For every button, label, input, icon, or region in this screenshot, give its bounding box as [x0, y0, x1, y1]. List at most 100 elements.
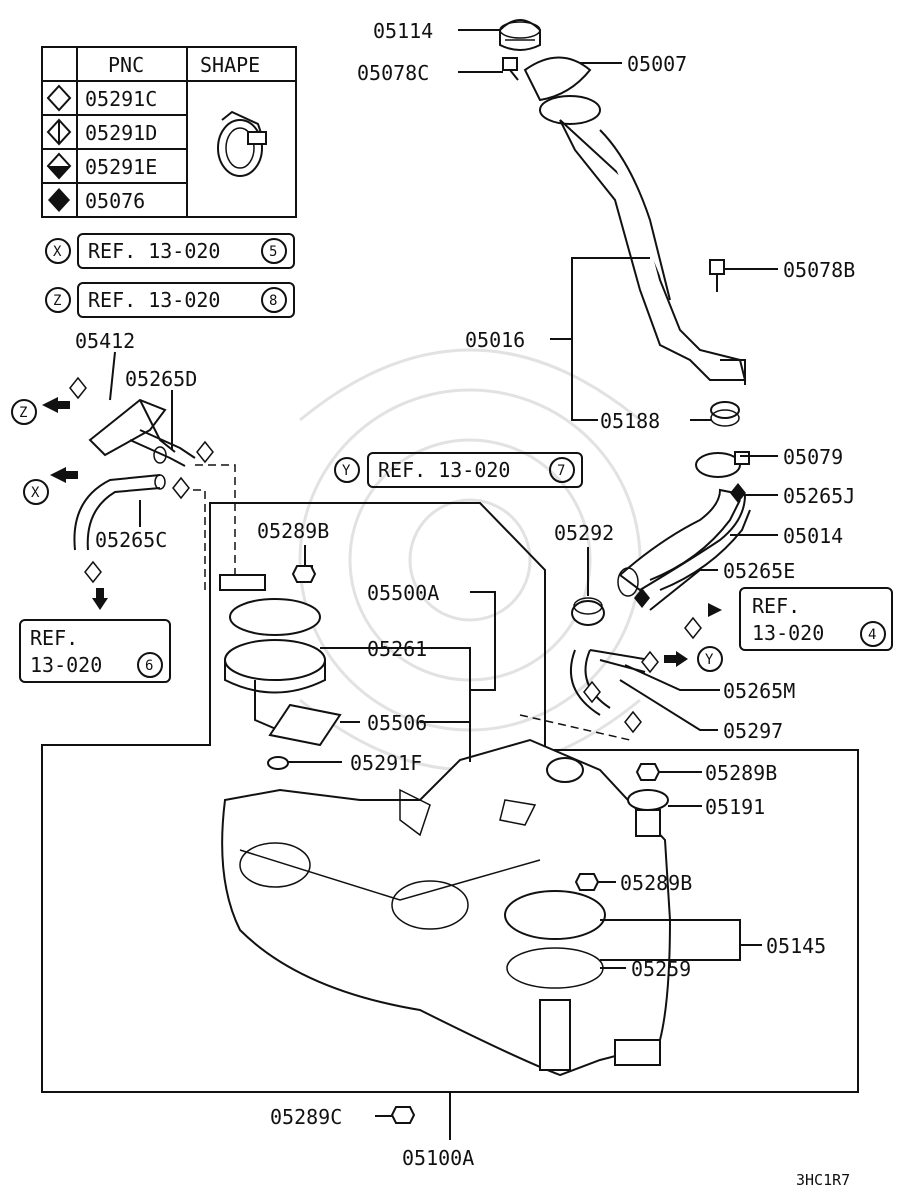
legend-pnc-3: 05291E	[85, 155, 157, 179]
diamond-bottom-half-icon	[624, 710, 642, 734]
part-label-05261: 05261	[367, 637, 427, 661]
part-label-05114: 05114	[373, 19, 433, 43]
diamond-bottom-half-icon	[684, 616, 702, 640]
diamond-outline-icon	[196, 440, 214, 464]
ref-z: Z REF. 13-020 8	[45, 282, 295, 318]
screw-05078c	[502, 57, 519, 81]
fuel-cap-part	[499, 19, 541, 51]
hose-05265e	[569, 649, 651, 716]
part-label-05188: 05188	[600, 409, 660, 433]
diamond-half-vertical-icon	[69, 376, 87, 400]
leader-lines	[109, 29, 778, 1140]
arrow-to-ref4	[684, 603, 722, 640]
hose-05265d	[129, 429, 196, 467]
diamond-half-vertical-icon	[46, 118, 72, 146]
hose-clamp-05188	[710, 401, 740, 427]
ref-6-circled: 6	[145, 658, 153, 674]
hose-clamp-05292	[571, 597, 605, 626]
ref-z-text: REF. 13-020	[88, 288, 220, 312]
hose-clamp-05079	[695, 451, 750, 478]
diamond-outline-icon	[84, 560, 102, 584]
ref-6: REF. 13-020 6	[19, 619, 171, 683]
ref-z-marker: Z	[53, 293, 61, 309]
part-label-05297: 05297	[723, 719, 783, 743]
legend-table: PNC SHAPE 05291C 05291D 05291E 05076	[41, 46, 297, 218]
arrow-to-y: Y	[641, 646, 723, 674]
part-label-05014: 05014	[783, 524, 843, 548]
marker-y: Y	[705, 652, 714, 668]
nut-05289b-c	[574, 873, 600, 891]
part-label-05291f: 05291F	[350, 751, 422, 775]
part-label-05506: 05506	[367, 711, 427, 735]
part-label-05079: 05079	[783, 445, 843, 469]
part-label-05289c: 05289C	[270, 1105, 342, 1129]
ref-x: X REF. 13-020 5	[45, 233, 295, 269]
ref-4-line2: 13-020	[752, 621, 824, 645]
ref-6-line1: REF.	[30, 626, 78, 650]
ref-y: Y REF. 13-020 7	[334, 452, 583, 488]
part-label-05500a: 05500A	[367, 581, 439, 605]
ref-y-marker: Y	[342, 463, 351, 479]
hose-clamp-icon	[217, 110, 267, 177]
gasket-05291f	[267, 756, 289, 770]
diamond-bottom-half-icon	[46, 152, 72, 180]
part-label-05292: 05292	[554, 521, 614, 545]
ref-x-circled: 5	[269, 244, 277, 260]
part-label-05016: 05016	[465, 328, 525, 352]
arrow-to-ref6	[84, 560, 108, 610]
part-label-05007: 05007	[627, 52, 687, 76]
diagram-code: 3HC1R7	[796, 1171, 850, 1187]
dashed-link-left-2	[180, 489, 206, 590]
legend-pnc-1: 05291C	[85, 87, 157, 111]
fuel-tank	[221, 738, 672, 1077]
legend-pnc-4: 05076	[85, 189, 145, 213]
dashed-link-right	[519, 714, 631, 741]
part-label-05100a: 05100A	[402, 1146, 474, 1170]
arrow-to-z: Z	[11, 376, 87, 425]
diamond-outline-icon	[641, 650, 659, 674]
part-label-05145: 05145	[766, 934, 826, 958]
part-label-05412: 05412	[75, 329, 135, 353]
nut-05289b-b	[635, 763, 661, 781]
part-label-05265c: 05265C	[95, 528, 167, 552]
ref-z-circled: 8	[269, 293, 277, 309]
part-label-05289b-lower: 05289B	[620, 871, 692, 895]
part-label-05265e: 05265E	[723, 559, 795, 583]
dashed-link-left	[195, 464, 236, 580]
part-label-05265m: 05265M	[723, 679, 795, 703]
hose-05265c	[73, 474, 166, 551]
part-label-05289b-upper: 05289B	[257, 519, 329, 543]
legend-header-shape: SHAPE	[200, 53, 260, 77]
ref-y-text: REF. 13-020	[378, 458, 510, 482]
fuel-filler-neck	[523, 56, 747, 385]
ref-4-line1: REF.	[752, 594, 800, 618]
diamond-filled-icon	[48, 188, 70, 212]
nut-05289c	[390, 1106, 416, 1124]
legend-pnc-2: 05291D	[85, 121, 157, 145]
diamond-filled-icon	[634, 588, 650, 608]
ref-4: REF. 13-020 4	[739, 587, 893, 651]
part-label-05191: 05191	[705, 795, 765, 819]
ref-y-circled: 7	[557, 463, 565, 479]
marker-z: Z	[19, 405, 27, 421]
ref-4-circled: 4	[868, 627, 876, 643]
ref-6-line2: 13-020	[30, 653, 102, 677]
legend-header-pnc: PNC	[108, 53, 144, 77]
diamond-outline-icon	[583, 680, 601, 704]
ref-x-text: REF. 13-020	[88, 239, 220, 263]
diamond-outline-icon	[46, 84, 72, 112]
fuel-pump-module	[219, 565, 342, 747]
hose-05265j	[649, 499, 751, 591]
diamond-outline-icon	[172, 476, 190, 500]
part-label-05289b-right: 05289B	[705, 761, 777, 785]
arrow-to-x: X	[23, 467, 78, 505]
part-label-05078c: 05078C	[357, 61, 429, 85]
ref-x-marker: X	[53, 244, 62, 260]
marker-x: X	[31, 485, 40, 501]
part-label-05078b: 05078B	[783, 258, 855, 282]
part-label-05259: 05259	[631, 957, 691, 981]
nut-05289b-a	[291, 565, 317, 583]
part-label-05265j: 05265J	[783, 484, 855, 508]
screw-05078b	[709, 259, 725, 292]
